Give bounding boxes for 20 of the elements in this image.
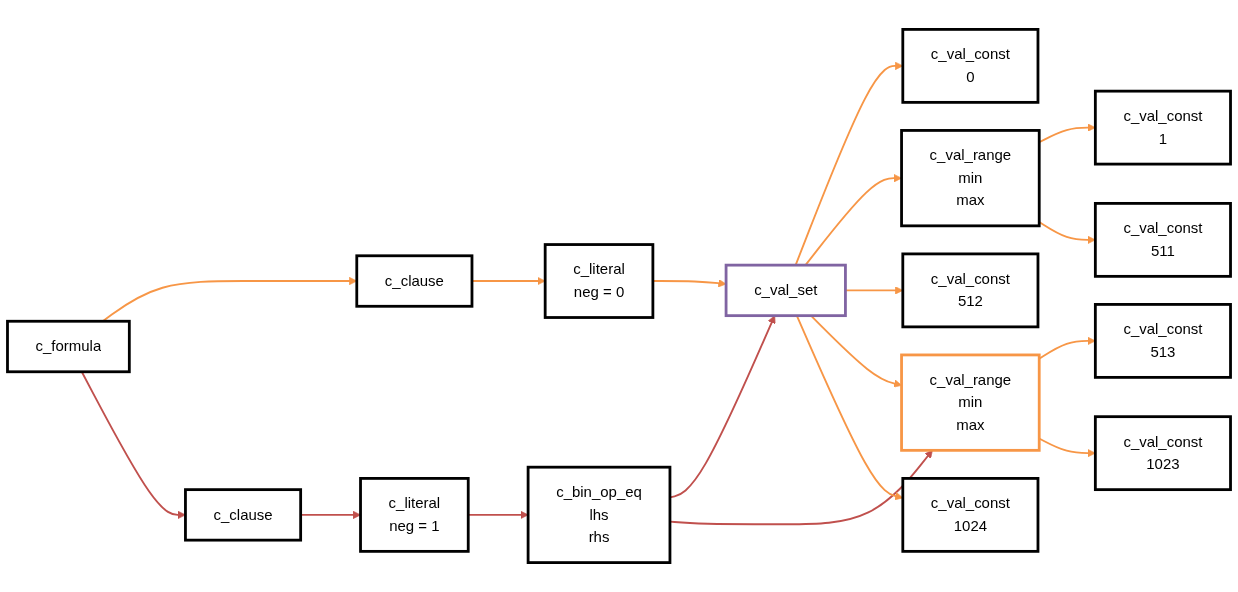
node-box: c_val_range min max: [900, 129, 1041, 228]
node-box: c_formula: [6, 319, 131, 374]
node-box: c_clause: [355, 254, 474, 308]
node-box: c_literal neg = 0: [543, 243, 655, 319]
node-box: c_val_const 1023: [1093, 415, 1232, 492]
node-box: c_val_const 1: [1093, 89, 1232, 166]
node-box: c_val_const 513: [1093, 303, 1232, 379]
node-box: c_val_const 511: [1093, 202, 1232, 278]
node-box: c_val_set: [724, 263, 847, 318]
arrow: [669, 315, 776, 499]
node-box: c_val_const 1024: [901, 477, 1040, 553]
arrow: [1038, 221, 1096, 244]
node-box: c_val_const 512: [901, 252, 1040, 329]
arrow: [471, 276, 546, 286]
arrow: [1038, 336, 1096, 360]
node-box: c_val_const 0: [901, 28, 1040, 104]
node-box: c_bin_op_eq lhs rhs: [526, 465, 672, 564]
node-box: c_val_range min max: [900, 353, 1041, 452]
node-box: c_clause: [184, 488, 303, 542]
node-box: c_literal neg = 1: [359, 477, 470, 553]
